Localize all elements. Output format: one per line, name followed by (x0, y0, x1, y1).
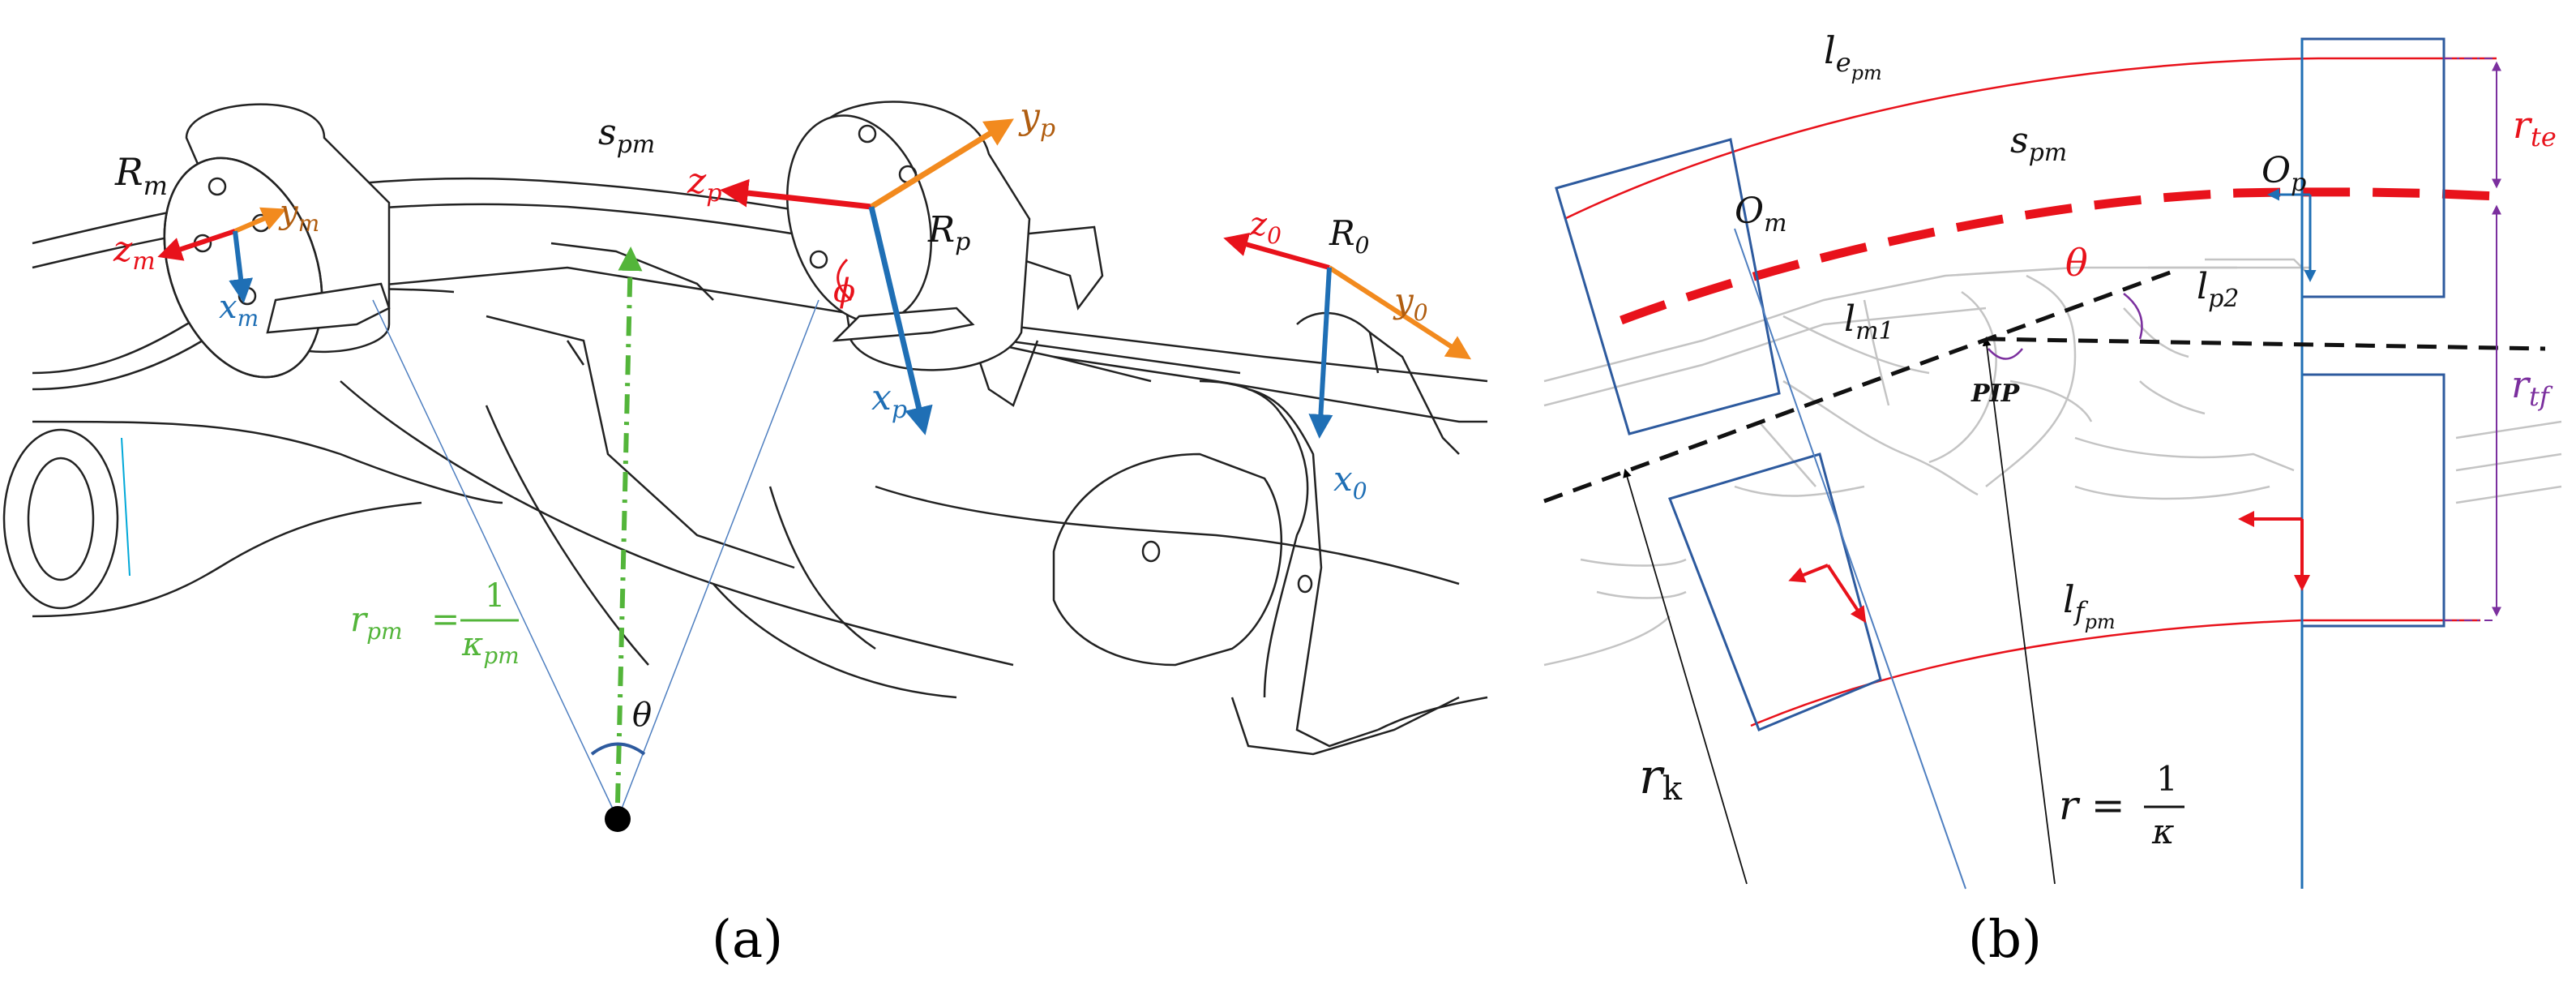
label-Rm: Rm (114, 150, 168, 201)
label-spm: spm (598, 112, 655, 159)
label-theta-a: θ (632, 697, 652, 734)
frame-m-axes (157, 207, 287, 303)
label-Om: Om (1735, 191, 1787, 238)
dashed-line-lm1 (1543, 269, 2173, 504)
theta-arc-b (2123, 293, 2143, 340)
eq-r-lhs: r = (2059, 782, 2125, 829)
equation-r-kappa: r = 1 κ (2059, 759, 2184, 851)
rect-upper-left (1555, 138, 1781, 435)
frame-Op-axes (2267, 188, 2317, 282)
phi-arc (837, 258, 852, 302)
label-ym: ym (278, 194, 319, 237)
eq-r-num: 1 (2156, 759, 2178, 799)
inner-curve-l-fpm (1750, 619, 2480, 727)
label-xm: xm (219, 289, 259, 332)
label-Rp: Rp (927, 209, 970, 256)
radius-line-rk (1623, 468, 1748, 885)
outer-curve-l-epm (1564, 57, 2497, 221)
eq-rpm-eq: = (431, 599, 460, 639)
label-zm: zm (113, 229, 156, 276)
center-point (605, 806, 631, 832)
caption-a: (a) (712, 910, 783, 970)
green-radius-line (615, 247, 643, 804)
theta-arc (590, 742, 646, 756)
label-x0: x0 (1333, 459, 1367, 504)
eq-rpm-lhs: rpm (350, 599, 403, 645)
radius-construction-lines (372, 299, 819, 820)
dimension-lines (2444, 58, 2501, 621)
equation-r-pm: rpm = 1 κpm (350, 577, 520, 669)
label-r-tf: rtf (2511, 362, 2553, 412)
label-PIP: PIP (1971, 380, 2021, 408)
radius-line-r (1982, 337, 2056, 885)
frame-p-axes (720, 118, 1014, 435)
label-Op: Op (2261, 150, 2306, 197)
cylinder-Rp (786, 101, 1031, 371)
caption-b: (b) (1968, 910, 2042, 970)
eq-rpm-num: 1 (485, 577, 505, 615)
label-xp: xp (871, 377, 907, 424)
rect-lower-left (1668, 452, 1882, 731)
label-l-epm: lepm (1824, 28, 1882, 84)
radial-line-left (1734, 228, 1966, 890)
dashed-curve-s-pm (1620, 187, 2497, 325)
dashed-line-lp2 (1985, 337, 2546, 351)
force-arrows (1788, 511, 2310, 624)
label-l-fpm: lfpm (2063, 577, 2116, 633)
label-theta-b: θ (2065, 241, 2088, 285)
label-phi: ϕ (833, 272, 855, 310)
label-r-te: rte (2513, 103, 2557, 152)
panel-a-mechanism-drawing: Rm spm zp yp Rp xp ϕ zm ym xm z0 R0 y0 x… (2, 96, 1488, 970)
label-l-p2: lp2 (2197, 266, 2239, 313)
label-l-m1: lm1 (1844, 298, 1894, 345)
background-finger-outline (1543, 258, 2562, 667)
pip-arc (1988, 348, 2023, 360)
rect-upper-right (2300, 37, 2445, 298)
label-r-k: rk (1639, 748, 1683, 808)
rect-lower-right (2300, 373, 2445, 628)
frame-0-axes (1223, 233, 1472, 439)
eq-r-den: κ (2151, 812, 2175, 851)
panel-b-schematic: lepm spm Op Om rte θ lm1 lp2 PIP rtf lfp… (1543, 28, 2562, 970)
label-yp: yp (1018, 96, 1055, 143)
label-zp: zp (687, 161, 721, 208)
label-z0: z0 (1249, 206, 1282, 249)
label-s-pm-b: spm (2010, 120, 2067, 167)
label-y0: y0 (1393, 281, 1428, 326)
eq-rpm-den: κpm (461, 626, 520, 669)
label-R0: R0 (1329, 213, 1369, 259)
